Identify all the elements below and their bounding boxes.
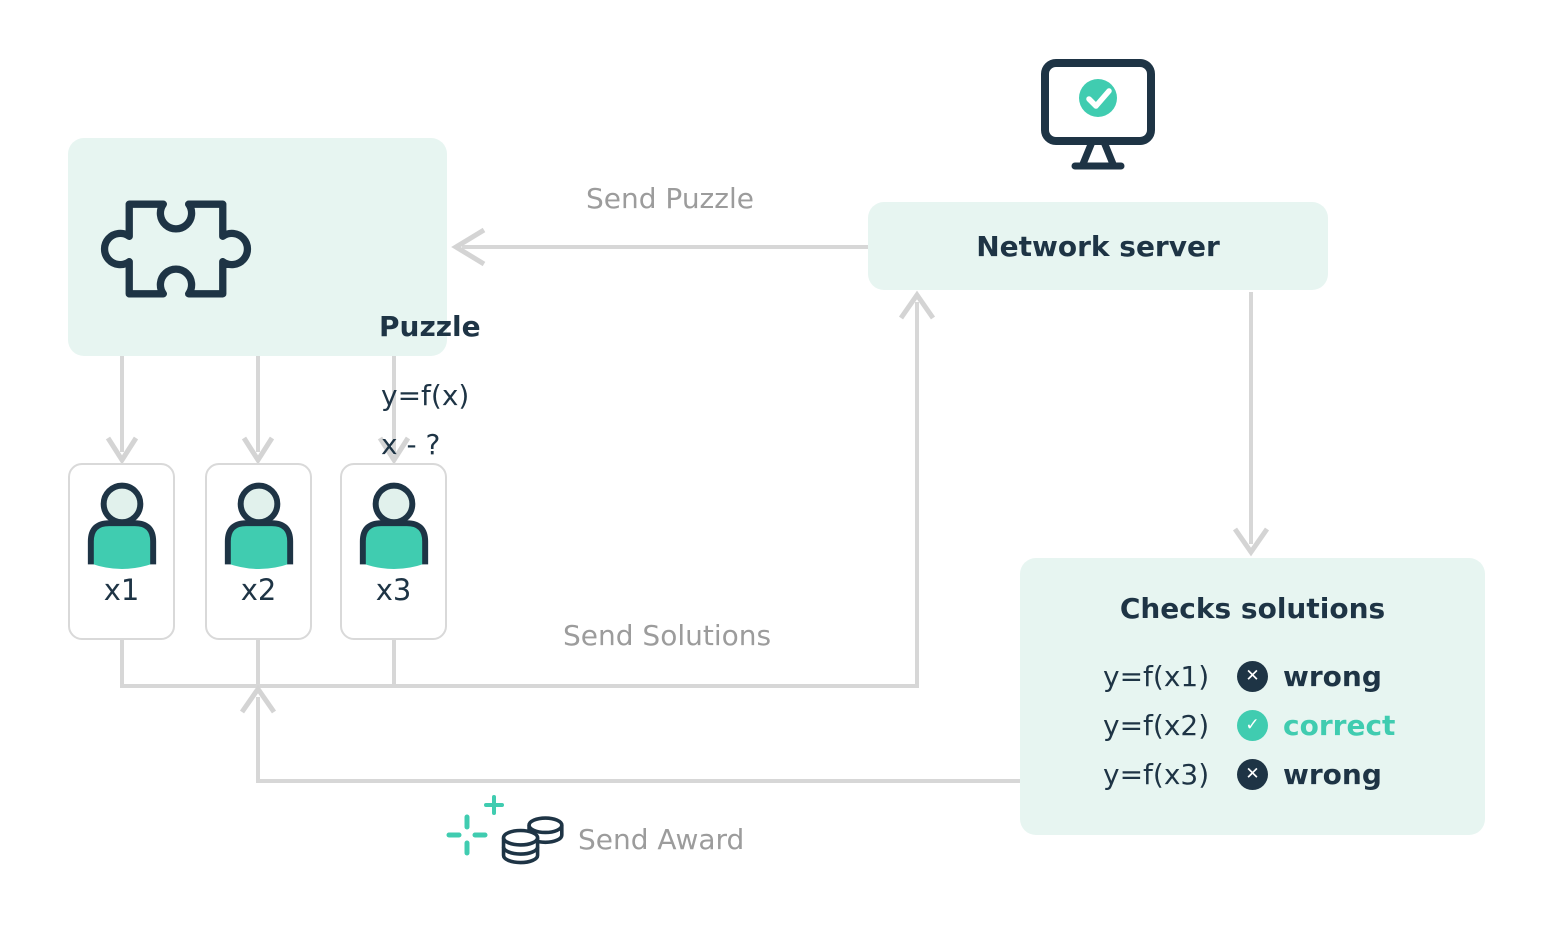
- person-icon: [224, 482, 293, 569]
- checks-solutions-box: Checks solutions y=f(x1) ✕ wrong y=f(x2)…: [1020, 558, 1485, 835]
- check-row: y=f(x3) ✕ wrong: [1020, 750, 1485, 799]
- puzzle-box: Puzzle y=f(x) x - ?: [68, 138, 481, 461]
- puzzle-piece-icon: [100, 200, 252, 298]
- send-solutions-label: Send Solutions: [563, 619, 772, 652]
- person-icon: [359, 482, 428, 569]
- puzzle-box-title: Puzzle: [379, 310, 481, 343]
- check-row: y=f(x2) ✓ correct: [1020, 701, 1485, 750]
- check-result: correct: [1283, 709, 1396, 742]
- miner-card-x3: x3: [340, 463, 447, 640]
- check-result: wrong: [1283, 758, 1382, 791]
- miner-label: x3: [375, 573, 412, 607]
- send-solutions-arrow: [120, 290, 936, 688]
- network-server-box: Network server: [868, 202, 1328, 290]
- check-rows: y=f(x1) ✕ wrong y=f(x2) ✓ correct y=f(x3…: [1020, 652, 1485, 799]
- network-server-label: Network server: [976, 229, 1220, 263]
- check-expression: y=f(x1): [1103, 660, 1210, 693]
- checks-solutions-title: Checks solutions: [1119, 592, 1386, 625]
- send-puzzle-arrow: [451, 227, 868, 267]
- wrong-icon: ✕: [1237, 759, 1268, 790]
- send-award-arrow: [239, 684, 1020, 783]
- puzzle-equation: y=f(x): [381, 379, 470, 412]
- puzzle-to-miners-arrows: [105, 356, 411, 465]
- miner-card-x2: x2: [205, 463, 312, 640]
- correct-icon: ✓: [1237, 710, 1268, 741]
- sparkle-icon: [446, 795, 504, 856]
- send-puzzle-label: Send Puzzle: [586, 182, 754, 215]
- send-award-label: Send Award: [578, 823, 745, 856]
- check-row: y=f(x1) ✕ wrong: [1020, 652, 1485, 701]
- coins-icon: [501, 816, 564, 865]
- miner-label: x2: [240, 573, 277, 607]
- person-icon: [87, 482, 156, 569]
- miner-label: x1: [103, 573, 140, 607]
- check-icon: [1079, 79, 1117, 117]
- check-expression: y=f(x3): [1103, 758, 1210, 791]
- check-result: wrong: [1283, 660, 1382, 693]
- check-expression: y=f(x2): [1103, 709, 1210, 742]
- monitor-check-icon: [1041, 59, 1155, 170]
- server-to-checks-arrow: [1232, 292, 1270, 557]
- miner-card-x1: x1: [68, 463, 175, 640]
- puzzle-unknown: x - ?: [381, 428, 441, 461]
- wrong-icon: ✕: [1237, 661, 1268, 692]
